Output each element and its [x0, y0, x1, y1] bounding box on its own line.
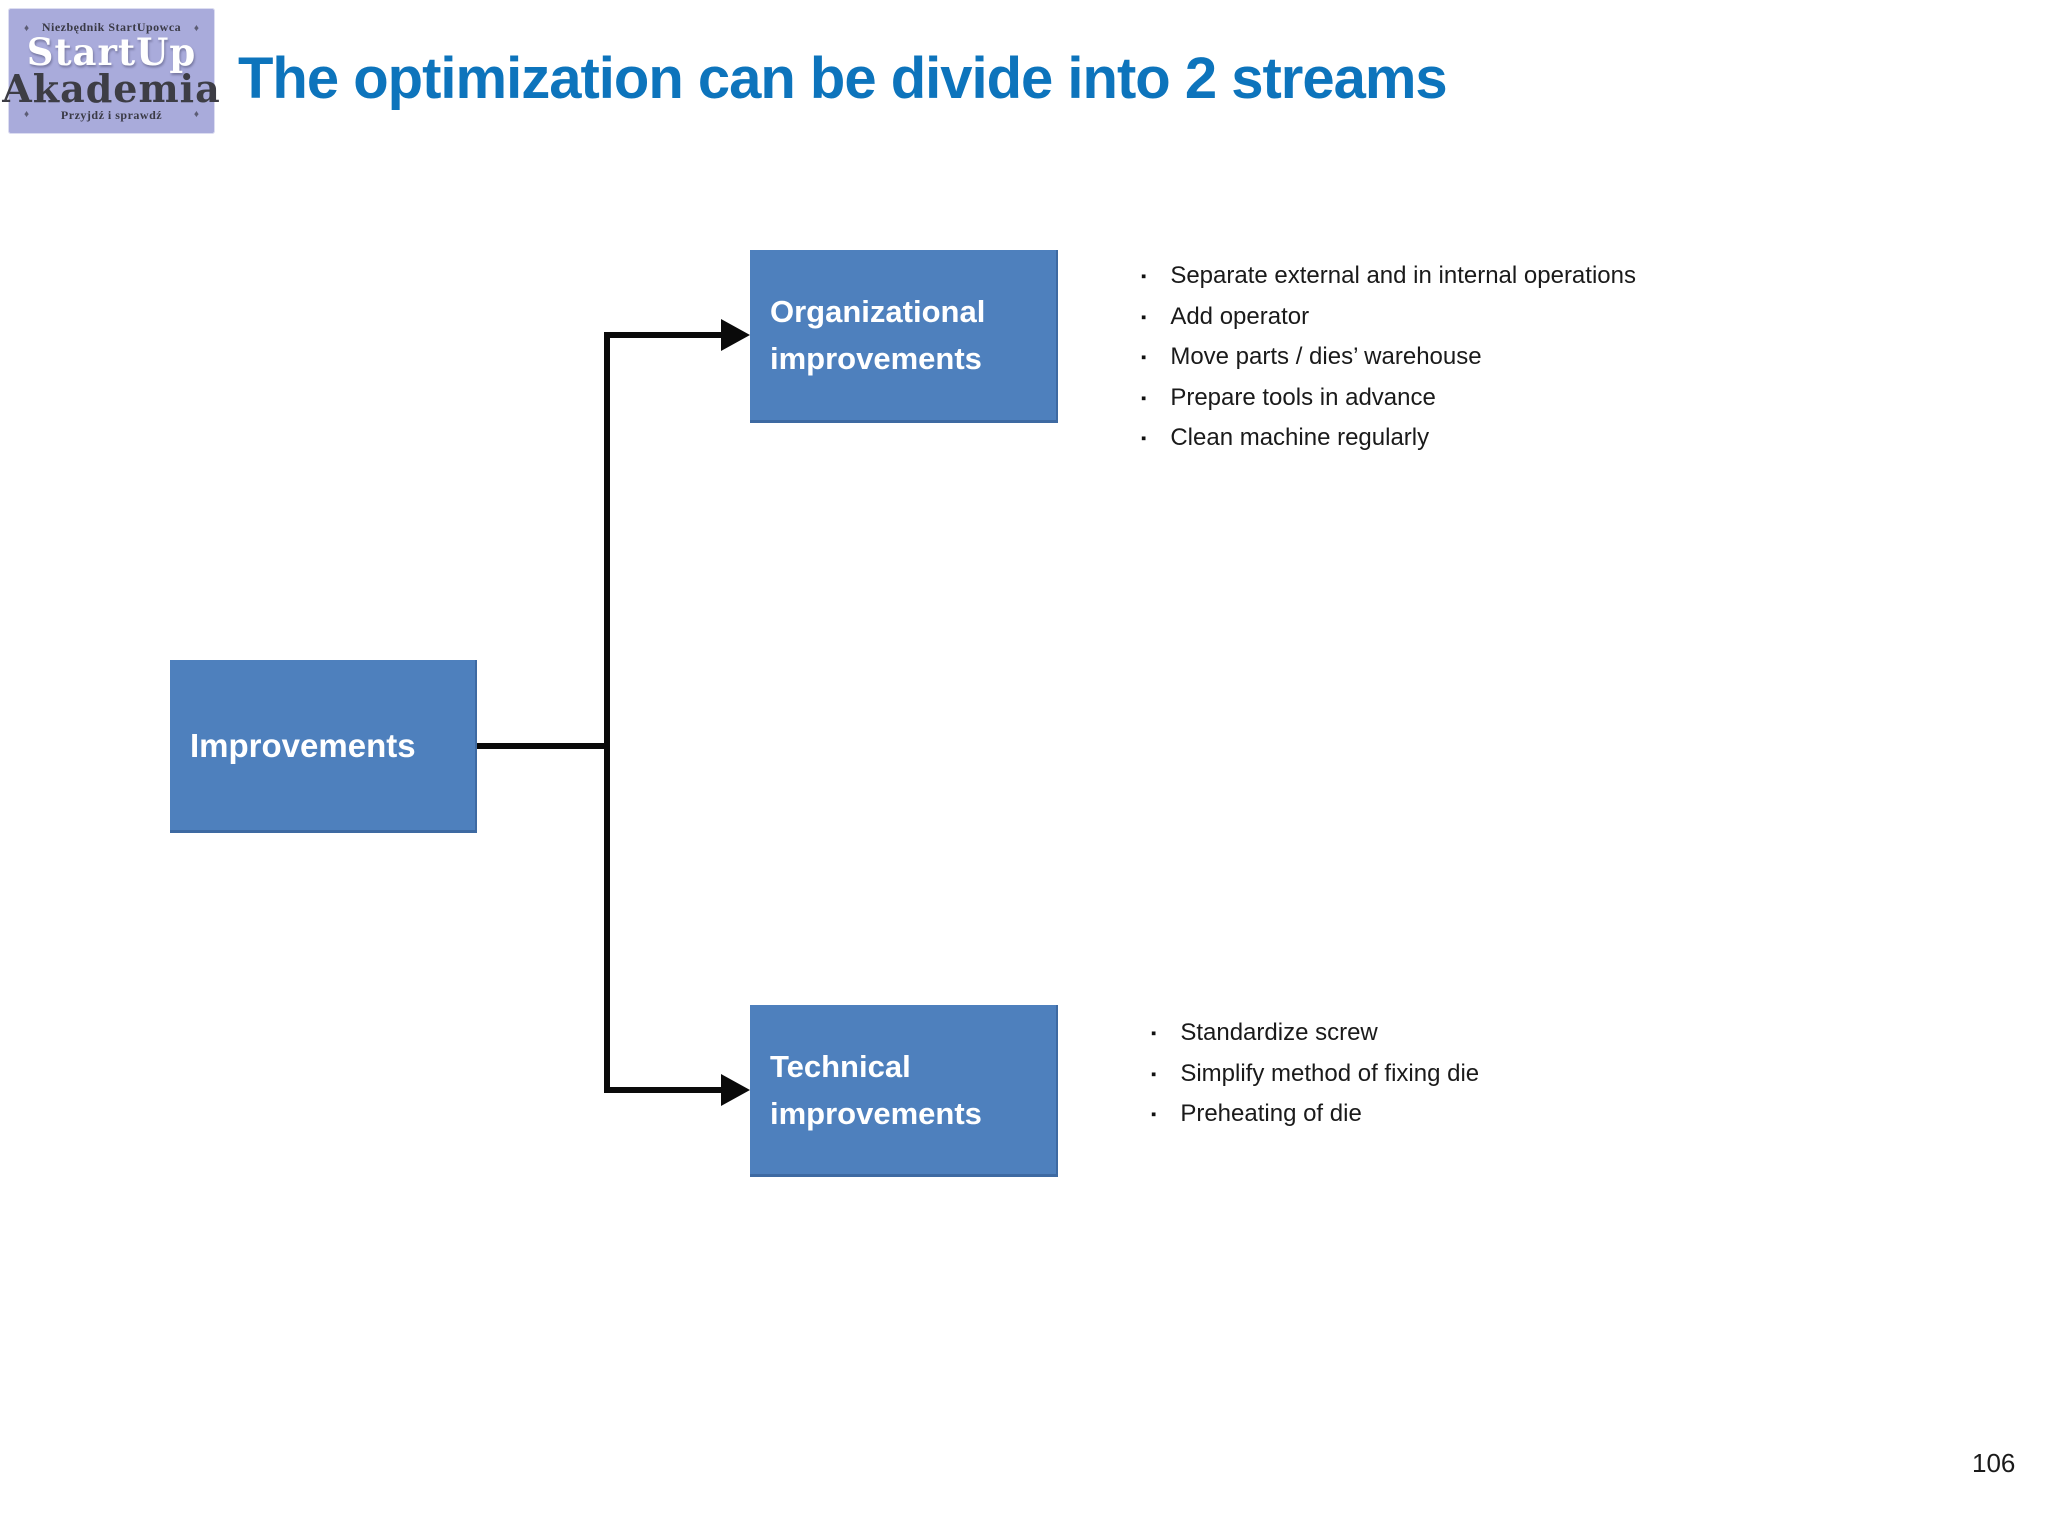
square-bullet-icon: ▪	[1141, 389, 1147, 407]
connector-bottom-horizontal	[604, 1087, 723, 1093]
logo-bottom-text: Przyjdź i sprawdź	[60, 108, 163, 122]
list-item-text: Standardize screw	[1180, 1019, 1378, 1046]
list-item: ▪ Add operator	[1141, 298, 1636, 339]
list-item: ▪ Prepare tools in advance	[1141, 379, 1636, 420]
list-item: ▪ Clean machine regularly	[1141, 419, 1636, 460]
list-item: ▪ Preheating of die	[1151, 1095, 1479, 1136]
node-tech-label-line2: improvements	[770, 1095, 982, 1131]
node-organizational-improvements: Organizational improvements	[750, 250, 1058, 423]
list-item-text: Clean machine regularly	[1170, 424, 1430, 451]
arrowhead-icon-bottom	[721, 1074, 750, 1106]
list-item: ▪ Separate external and in internal opera…	[1141, 257, 1636, 298]
node-improvements: Improvements	[170, 660, 477, 833]
node-tech-label-line1: Technical	[770, 1048, 911, 1084]
node-org-label-line1: Organizational	[770, 294, 986, 329]
node-improvements-label: Improvements	[190, 726, 416, 764]
organizational-bullet-list: ▪ Separate external and in internal opera…	[1141, 257, 1636, 460]
list-item: ▪ Simplify method of fixing die	[1151, 1055, 1479, 1096]
list-item-text: Move parts / dies’ warehouse	[1170, 343, 1482, 370]
technical-bullet-list: ▪ Standardize screw ▪ Simplify method of f…	[1151, 1014, 1479, 1136]
list-item-text: Prepare tools in advance	[1170, 383, 1436, 411]
square-bullet-icon: ▪	[1141, 308, 1147, 326]
list-item-text: Add operator	[1170, 302, 1310, 330]
square-bullet-icon: ▪	[1151, 1106, 1157, 1123]
diamond-icon: ♦	[193, 109, 199, 120]
square-bullet-icon: ▪	[1141, 268, 1147, 285]
arrowhead-icon-top	[721, 319, 750, 351]
list-item-text: Simplify method of fixing die	[1180, 1059, 1480, 1087]
startup-akademia-logo: ♦ ♦ ♦ ♦ Niezbędnik StartUpowca StartUp A…	[2, 8, 220, 134]
square-bullet-icon: ▪	[1151, 1065, 1157, 1083]
node-org-label-line2: improvements	[770, 341, 982, 376]
slide-title: The optimization can be divide into 2 st…	[238, 45, 1448, 111]
diamond-icon: ♦	[24, 109, 30, 120]
page-number: 106	[1972, 1448, 2016, 1478]
list-item: ▪ Move parts / dies’ warehouse	[1141, 338, 1636, 379]
logo-name-line1: StartUp	[26, 30, 197, 74]
logo-top-text: Niezbędnik StartUpowca	[41, 20, 182, 34]
connector-vertical-spine	[604, 332, 610, 1093]
square-bullet-icon: ▪	[1141, 349, 1147, 366]
logo-name-line2: Akademia	[2, 66, 221, 111]
list-item: ▪ Standardize screw	[1151, 1014, 1479, 1055]
connector-top-horizontal	[604, 332, 723, 338]
square-bullet-icon: ▪	[1141, 430, 1147, 447]
list-item-text: Preheating of die	[1180, 1100, 1362, 1127]
connector-root-horizontal	[477, 743, 608, 749]
square-bullet-icon: ▪	[1151, 1025, 1157, 1042]
diamond-icon: ♦	[24, 23, 30, 34]
diamond-icon: ♦	[193, 23, 199, 34]
node-technical-improvements: Technical improvements	[750, 1005, 1058, 1177]
list-item-text: Separate external and in internal operat…	[1170, 262, 1636, 289]
